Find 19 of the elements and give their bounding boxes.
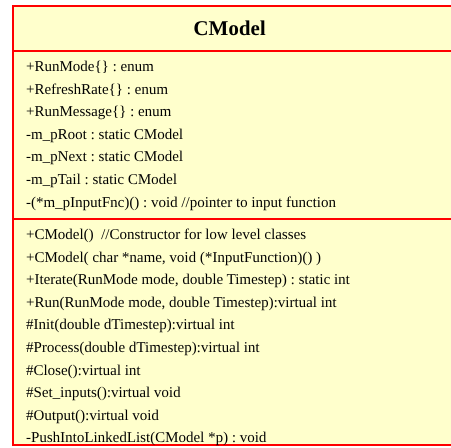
attribute-text: -(*m_pInputFnc)() : void //pointer to input function bbox=[26, 194, 336, 213]
attribute-text: -m_pTail : static CModel bbox=[26, 170, 178, 190]
operation-text: #Process(double dTimestep):virtual int bbox=[26, 338, 260, 358]
operation-text: +CModel() //Constructor for low level classes bbox=[26, 226, 306, 245]
attribute-text: +RunMode{} : enum bbox=[26, 58, 154, 77]
attribute-text: -m_pRoot : static CModel bbox=[26, 126, 184, 145]
operation-text: #Close():virtual int bbox=[26, 362, 141, 381]
attribute-text: +RunMessage{} : enum bbox=[26, 103, 172, 122]
operation-text: #Output():virtual void bbox=[26, 406, 159, 426]
operation-text: -PushIntoLinkedList(CModel *p) : void bbox=[26, 429, 266, 448]
operation-text: +Iterate(RunMode mode, double Timestep) : static int bbox=[26, 271, 350, 290]
class-box bbox=[12, 5, 451, 446]
operation-text: +CModel( char *name, void (*InputFunction)() ) bbox=[26, 248, 322, 268]
operation-text: +Run(RunMode mode, double Timestep):virtual int bbox=[26, 294, 337, 313]
attribute-text: -m_pNext : static CModel bbox=[26, 148, 184, 168]
operation-text: #Set_inputs():virtual void bbox=[26, 384, 181, 404]
operation-text: #Init(double dTimestep):virtual int bbox=[26, 316, 235, 336]
attribute-text: +RefreshRate{} : enum bbox=[26, 80, 168, 100]
class-name: CModel bbox=[192, 15, 267, 42]
